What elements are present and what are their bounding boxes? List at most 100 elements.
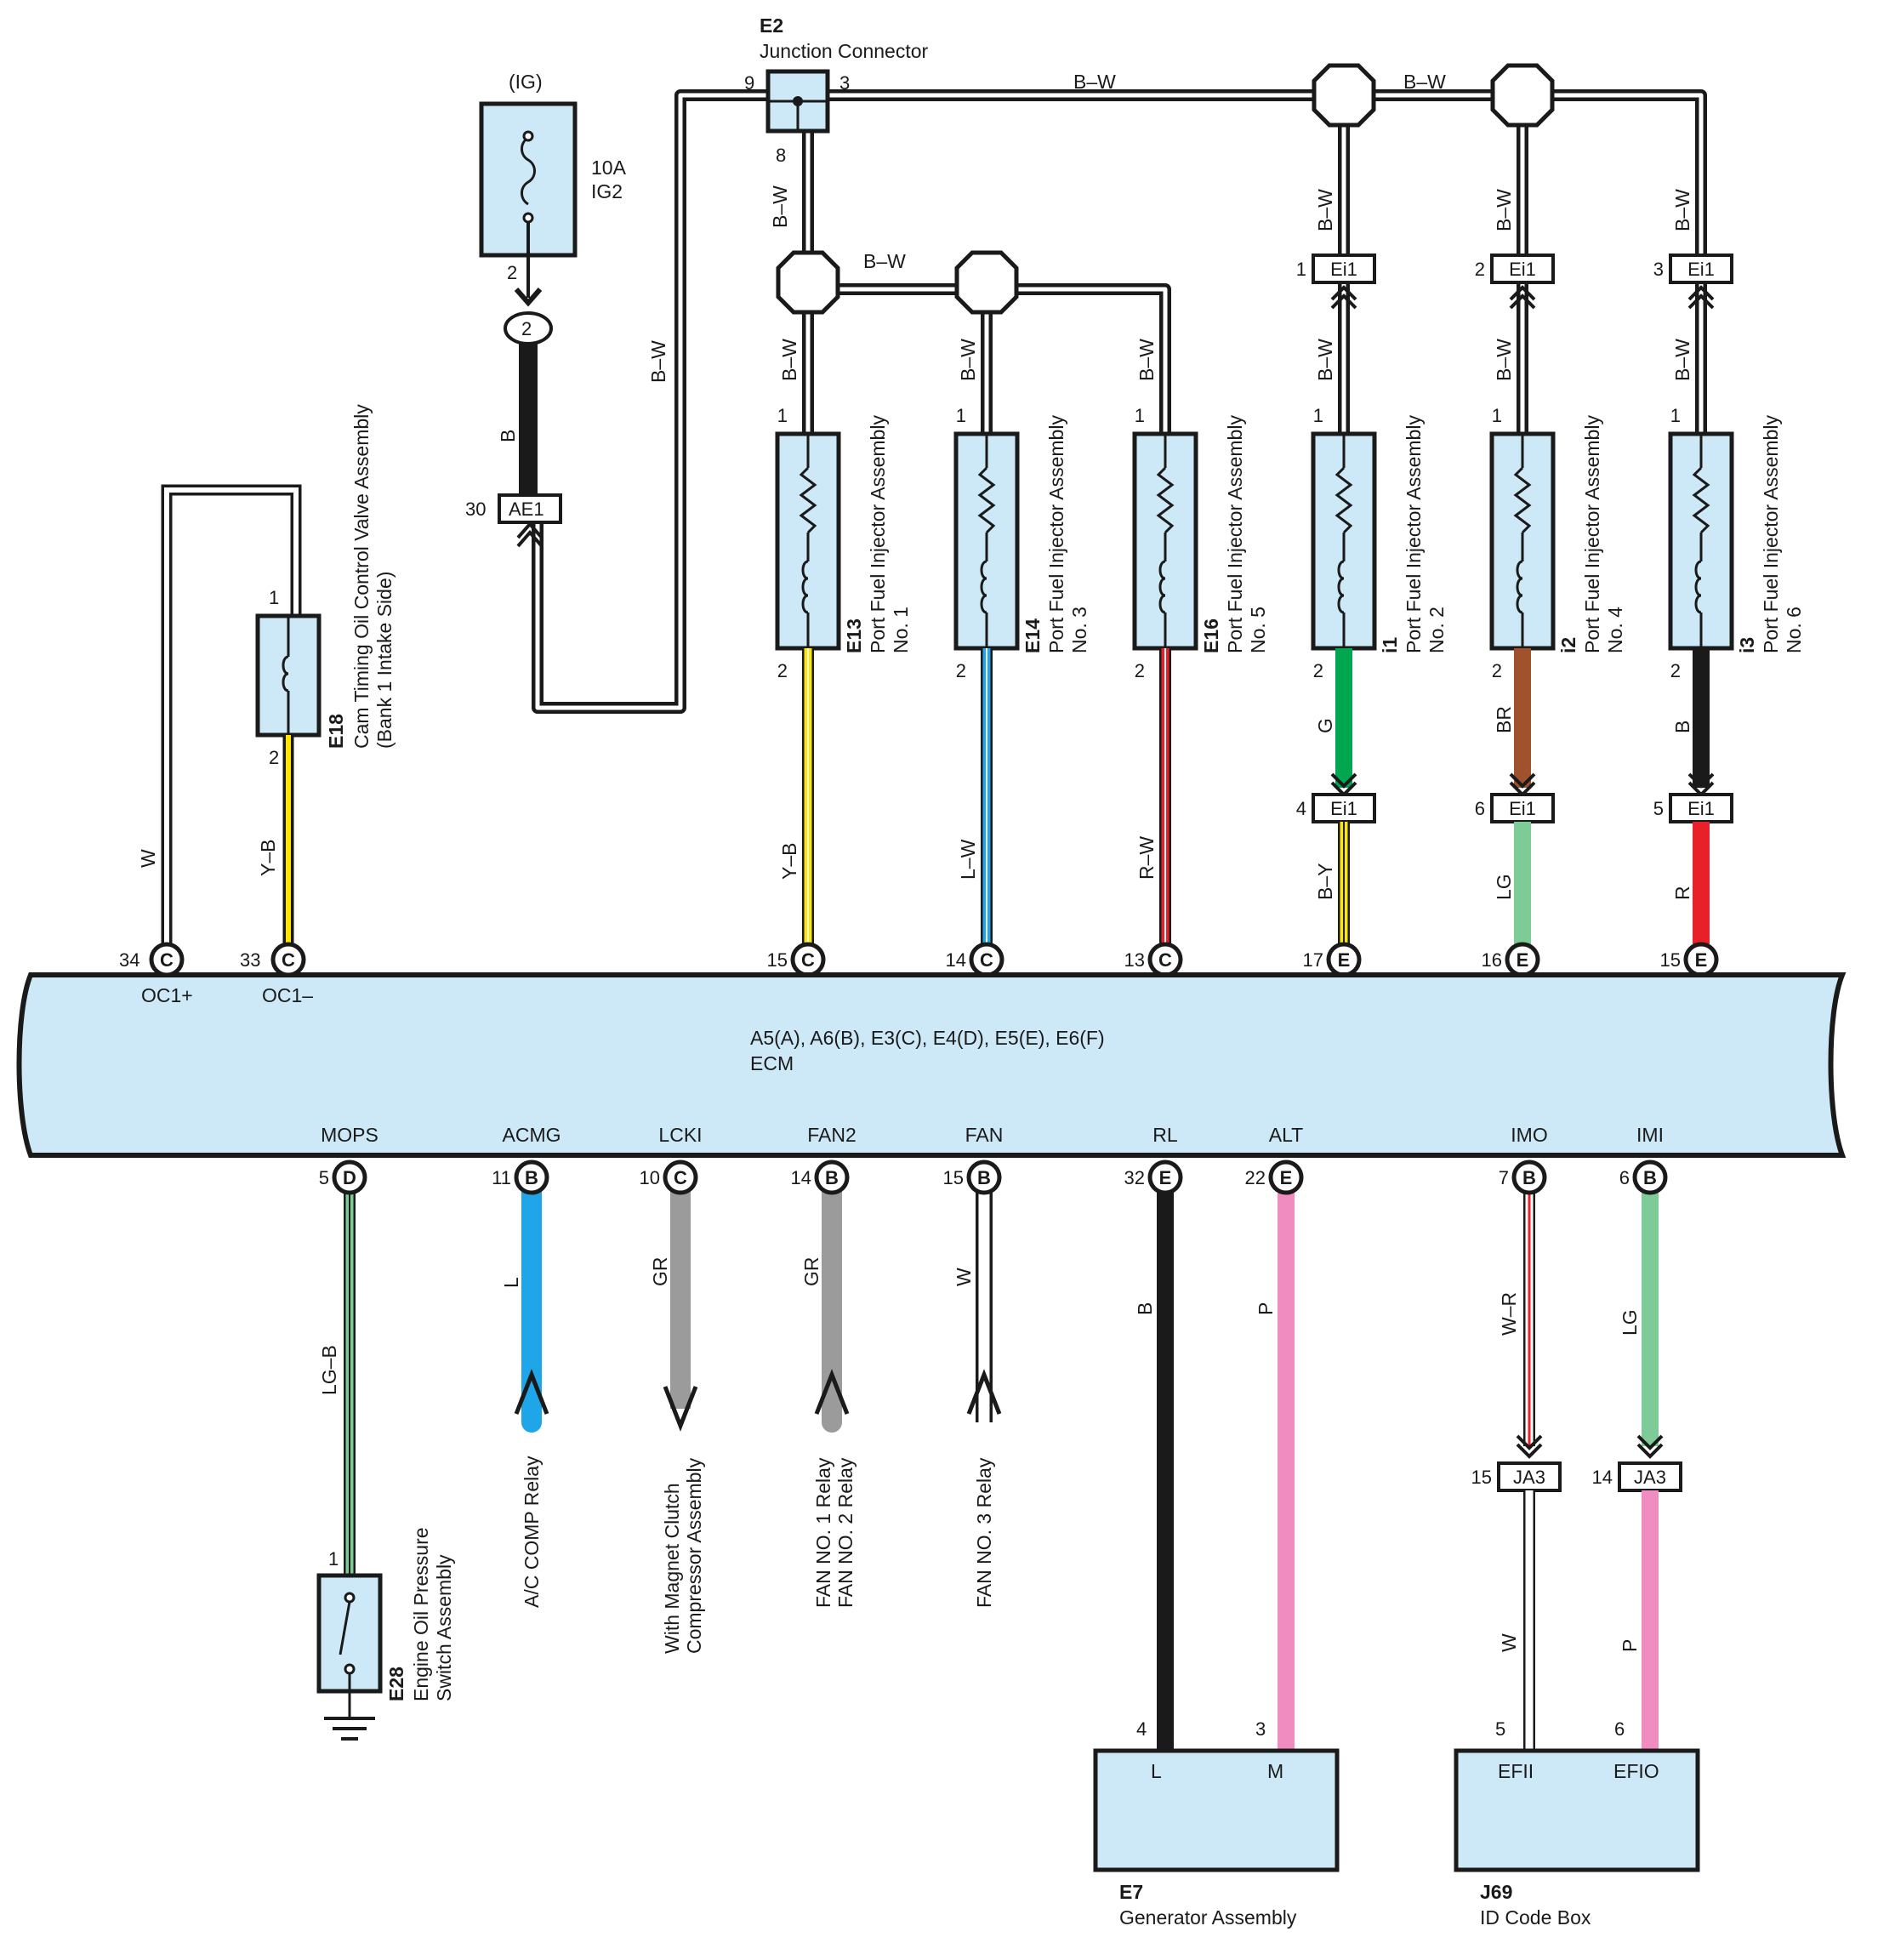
junction-pin3: 3 xyxy=(839,72,850,94)
wire-label-upper: B–W xyxy=(1314,189,1336,231)
ecm-term: LCKI xyxy=(658,1124,702,1146)
ei1-bottom-label: Ei1 xyxy=(1509,798,1536,819)
gen-term-l: L xyxy=(1151,1760,1162,1782)
wire-label-lower: W xyxy=(1498,1633,1520,1652)
ecm-name: ECM xyxy=(750,1052,794,1074)
arrow-up-icon xyxy=(814,1369,850,1415)
ecm-pin-conn: C xyxy=(801,949,815,971)
ei1-top-box xyxy=(1669,254,1733,284)
ecm-pin-conn: E xyxy=(1280,1167,1293,1188)
injector-number: No. 2 xyxy=(1426,607,1448,653)
junction-pin8: 8 xyxy=(776,145,786,166)
gen-name: Generator Assembly xyxy=(1119,1906,1297,1929)
wire-label-lower: LG xyxy=(1493,874,1515,900)
injector-name: Port Fuel Injector Assembly xyxy=(1403,415,1425,653)
injector-name: Port Fuel Injector Assembly xyxy=(867,415,889,653)
ecm-pin-pin: 22 xyxy=(1245,1167,1266,1188)
ecm: A5(A), A6(B), E3(C), E4(D), E5(E), E6(F)… xyxy=(16,972,1847,1158)
wire-label-yb-cam: Y–B xyxy=(257,840,279,876)
junction-pin9: 9 xyxy=(744,72,754,94)
ei1-top-label: Ei1 xyxy=(1509,259,1536,280)
wire-label-upper: B–W xyxy=(1135,339,1158,381)
oil-switch-name1: Engine Oil Pressure xyxy=(410,1527,432,1701)
wire-label: W xyxy=(953,1268,975,1286)
wire-label: L xyxy=(500,1277,522,1288)
ecm-term: IMO xyxy=(1511,1124,1547,1146)
ei1-top-chevron xyxy=(1687,293,1715,310)
fuse-pin: 2 xyxy=(507,262,517,283)
wire-label-upper: B–W xyxy=(1493,189,1515,231)
ecm-pin-pin: 32 xyxy=(1124,1167,1145,1188)
injector-code: E13 xyxy=(843,618,865,653)
ecm-pin-circle xyxy=(966,1159,1002,1195)
ja3-label: JA3 xyxy=(1513,1467,1545,1488)
cam-code: E18 xyxy=(325,714,347,749)
injector-pin2: 2 xyxy=(777,660,788,681)
injector-body xyxy=(956,434,1017,648)
gen-pin3: 3 xyxy=(1255,1718,1266,1740)
ecm-pin-pin: 15 xyxy=(943,1167,964,1188)
ja3-chevron xyxy=(1516,1443,1543,1459)
id-code-box-j69: 5 6 EFII EFIO J69 ID Code Box xyxy=(1454,1718,1700,1929)
ecm-pin-circle xyxy=(514,1159,549,1195)
wire-label-upper-lower: B–W xyxy=(1671,339,1693,381)
ecm-pin-conn: B xyxy=(1522,1167,1536,1188)
wire-label-mid: BR xyxy=(1493,706,1515,733)
junction-code: E2 xyxy=(760,14,783,37)
destination-1: With Magnet Clutch xyxy=(661,1483,683,1654)
ei1-top-chevron xyxy=(1687,285,1715,301)
ecm-pin-circle xyxy=(1632,1159,1668,1195)
ecm-pin-pin: 16 xyxy=(1482,949,1502,971)
wire-label: GR xyxy=(800,1257,822,1287)
ecm-term: MOPS xyxy=(321,1124,378,1146)
ja3-pin: 15 xyxy=(1471,1467,1492,1488)
wire-label: GR xyxy=(649,1257,671,1287)
cam-conn34: C xyxy=(160,949,174,971)
idbox-name: ID Code Box xyxy=(1480,1906,1591,1929)
ei1-top-pin: 1 xyxy=(1296,259,1306,280)
injector-code: E16 xyxy=(1200,618,1222,653)
cam-pin2: 2 xyxy=(269,747,279,768)
injector-name: Port Fuel Injector Assembly xyxy=(1045,415,1067,653)
cam-timing-valve-e18: 1 2 W Y–B E18 Cam Timing Oil Control Val… xyxy=(137,404,396,960)
injector-body xyxy=(1670,434,1732,648)
injector-body xyxy=(777,434,839,648)
ecm-connectors: A5(A), A6(B), E3(C), E4(D), E5(E), E6(F) xyxy=(750,1027,1105,1049)
ei1-bottom-pin: 5 xyxy=(1653,798,1664,819)
ja3-chevron xyxy=(1636,1443,1664,1459)
injector-number: No. 4 xyxy=(1604,607,1626,653)
wire-label-upper: B–W xyxy=(1671,189,1693,231)
splice-3 xyxy=(776,250,840,315)
cam-side: (Bank 1 Intake Side) xyxy=(373,572,396,749)
ecm-pin-circle xyxy=(332,1159,367,1195)
ecm-pin-conn: E xyxy=(1695,949,1708,971)
wire-label-bw-vertical: B–W xyxy=(647,340,669,383)
ei1-top-box xyxy=(1490,254,1555,284)
ecm-pin-circle xyxy=(814,1159,850,1195)
wire-label-bw-down: B–W xyxy=(769,185,791,228)
ecm-pin-circle xyxy=(1147,1159,1183,1195)
injector-pin2: 2 xyxy=(1313,660,1323,681)
ei1-top-chevron xyxy=(1330,285,1357,301)
wire-label-bw-top2: B–W xyxy=(1403,71,1446,93)
ecm-pin-pin: 14 xyxy=(946,949,966,971)
wire-label: LG–B xyxy=(318,1345,340,1395)
injector-code: i3 xyxy=(1736,637,1758,653)
cam-pin33: 33 xyxy=(240,949,260,971)
ecm-term: ACMG xyxy=(503,1124,561,1146)
junction-name: Junction Connector xyxy=(760,40,929,62)
ei1-top-label: Ei1 xyxy=(1330,259,1357,280)
ecm-pin-conn: D xyxy=(343,1167,356,1188)
injector-pin1: 1 xyxy=(777,405,788,426)
ja3-box xyxy=(1497,1461,1562,1492)
wire-label-w: W xyxy=(137,849,159,868)
